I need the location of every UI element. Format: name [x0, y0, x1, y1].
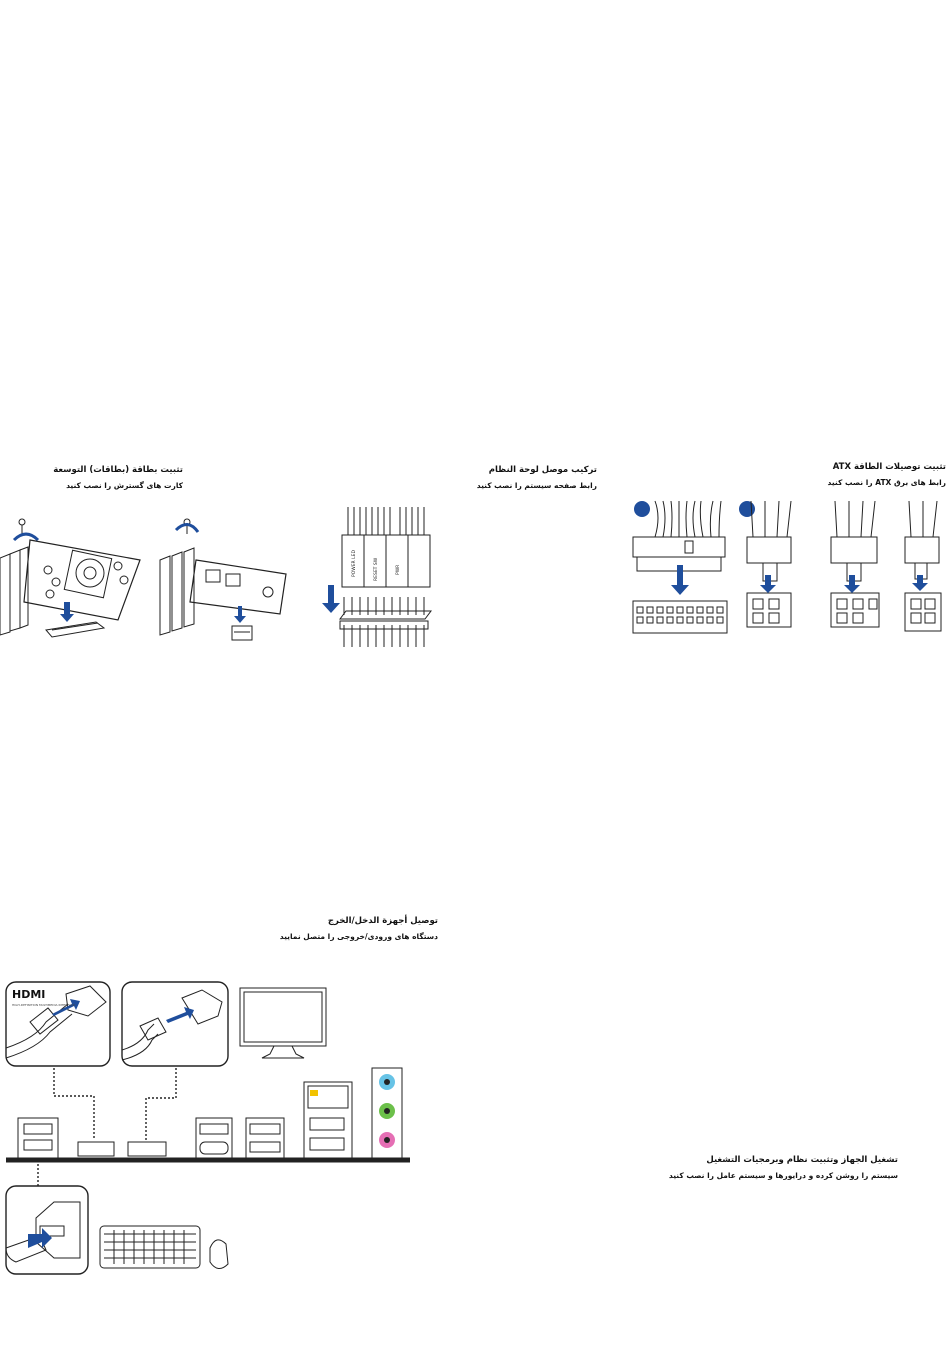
- expansion-subtitle: کارت های گسترش را نصب کنید: [66, 481, 183, 490]
- displayport-cable-box: [121, 981, 229, 1067]
- expansion-title: تثبيت بطاقة (بطاقات) التوسعة: [53, 465, 183, 475]
- io-title: توصيل أجهزة الدخل/الخرج: [327, 916, 438, 926]
- monitor-icon: [239, 987, 327, 1047]
- screw-icon: [18, 518, 26, 534]
- atx-subtitle: رابط های برق ATX را نصب کنید: [827, 478, 946, 487]
- panel-title: تركيب موصل لوحة النظام: [488, 465, 597, 475]
- panel-connector-illustration: POWER LED RESET SW PWR: [322, 507, 432, 647]
- hdmi-tagline: HIGH-DEFINITION MULTIMEDIA INTERFACE: [12, 1003, 75, 1007]
- io-caption: توصيل أجهزة الدخل/الخرج دستگاه های ورودی…: [178, 914, 438, 944]
- expansion-caption: تثبيت بطاقة (بطاقات) التوسعة کارت های گس…: [0, 463, 183, 493]
- power-caption: تشغيل الجهاز وتثبيت نظام وبرمجيات التشغي…: [578, 1153, 898, 1183]
- io-subtitle: دستگاه های ورودی/خروجی را متصل نمایید: [279, 932, 438, 941]
- displayport-port: [127, 1141, 167, 1157]
- hdmi-cable-box: [5, 981, 111, 1067]
- step-2-badge: [739, 501, 755, 517]
- pwr-label: PWR: [395, 565, 401, 575]
- reset-sw-label: RESET SW: [373, 557, 379, 581]
- power-subtitle: سیستم را روشن کرده و درایورها و سیستم عا…: [668, 1171, 898, 1180]
- hdmi-port: [77, 1141, 115, 1157]
- usb-device-box: [5, 1185, 89, 1275]
- hdmi-logo: HDMI: [12, 988, 45, 1001]
- power-led-label: POWER LED: [351, 550, 357, 577]
- screw-icon: [183, 518, 191, 534]
- io-illustration: HDMI HIGH-DEFINITION MULTIMEDIA INTERFAC…: [5, 981, 410, 1275]
- atx-power-illustration: [632, 500, 942, 634]
- panel-subtitle: رابط صفحه سیستم را نصب کنید: [476, 481, 597, 490]
- panel-caption: تركيب موصل لوحة النظام رابط صفحه سیستم ر…: [337, 463, 597, 493]
- keyboard-icon: [99, 1225, 201, 1269]
- down-arrow-icon: [322, 585, 340, 613]
- power-title: تشغيل الجهاز وتثبيت نظام وبرمجيات التشغي…: [706, 1155, 898, 1165]
- atx-caption: تثبيت توصيلات الطاقة ATX رابط های برق AT…: [686, 460, 946, 490]
- step-1-badge: [634, 501, 650, 517]
- mouse-icon: [209, 1239, 229, 1269]
- expansion-card-illustration: [0, 518, 287, 641]
- atx-title: تثبيت توصيلات الطاقة ATX: [832, 462, 946, 472]
